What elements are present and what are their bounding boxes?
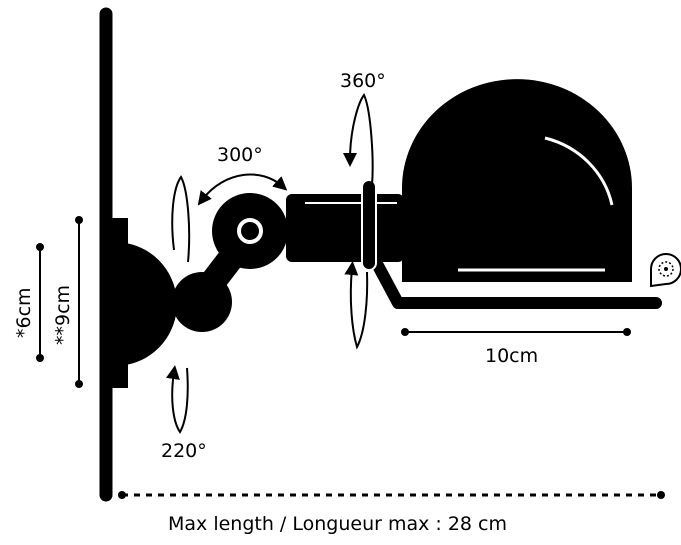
arm-rotation-upper	[343, 93, 374, 186]
arm-rotation-lower	[344, 261, 369, 350]
elbow-rotation-arc	[197, 173, 288, 206]
bracket	[362, 241, 662, 309]
elbow-pin	[243, 224, 257, 238]
single-dimension-label: *6cm	[13, 287, 35, 338]
base-rotation-arc	[166, 365, 189, 434]
double-dimension-end-bottom	[75, 380, 83, 388]
reflector-dimension-end-right	[623, 328, 631, 336]
elbow-rotation-label: 300°	[217, 144, 263, 166]
max-length-caption: Max length / Longueur max : 28 cm	[168, 513, 507, 535]
max-length-end-right	[657, 491, 665, 499]
base-rotation-upper	[171, 175, 191, 263]
wall-plate	[110, 218, 128, 388]
single-dimension-end-top	[36, 243, 44, 251]
asterisk-drop-icon	[650, 253, 681, 288]
arm-block	[286, 194, 404, 262]
double-dimension-label: **9cm	[52, 285, 74, 345]
swivel-pin	[361, 179, 377, 271]
max-length-end-left	[118, 491, 126, 499]
elbow-ring	[237, 218, 263, 244]
base-rotation-label: 220°	[161, 440, 207, 462]
reflector-shade	[402, 79, 632, 282]
arm-rotation-label: 360°	[340, 70, 386, 92]
reflector-dimension-end-left	[401, 328, 409, 336]
double-dimension-end-top	[75, 216, 83, 224]
reflector-dimension-label: 10cm	[485, 345, 538, 367]
single-dimension-end-bottom	[36, 354, 44, 362]
base-dome	[126, 243, 177, 365]
shade-highlight	[544, 136, 614, 206]
